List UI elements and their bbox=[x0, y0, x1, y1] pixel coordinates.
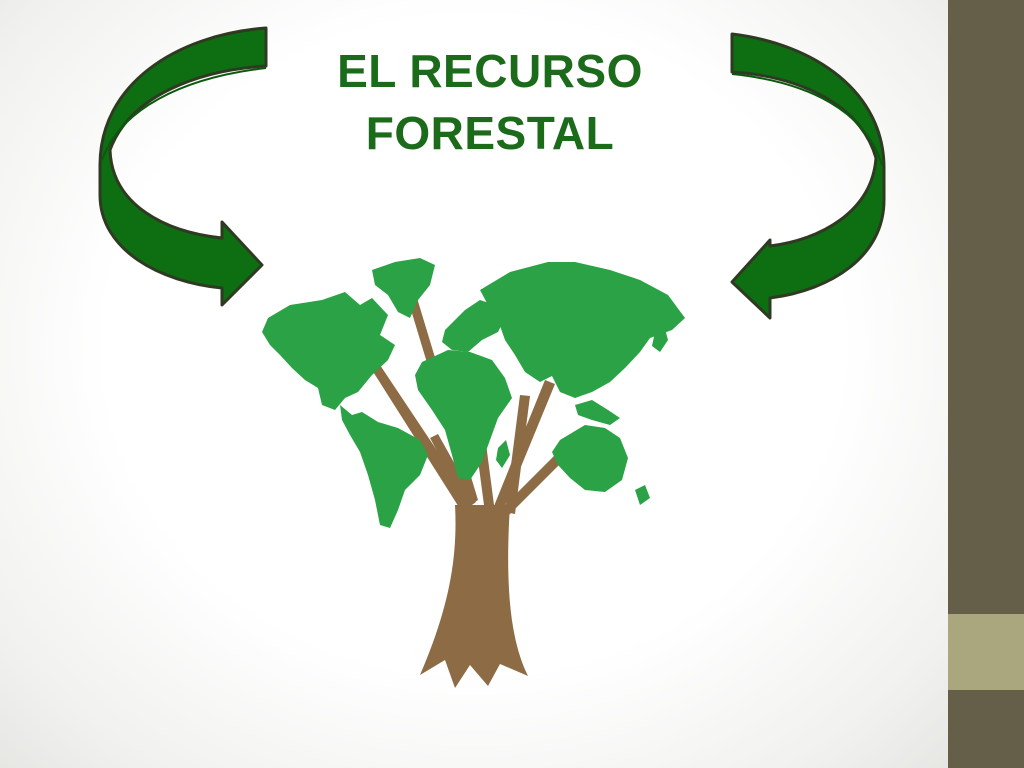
world-tree-icon bbox=[262, 258, 685, 688]
title-line-1: EL RECURSO bbox=[337, 45, 643, 97]
curved-arrow-right-icon bbox=[730, 32, 886, 320]
tree-foliage-continents bbox=[262, 258, 685, 528]
slide-title: EL RECURSO FORESTAL bbox=[290, 40, 690, 164]
curved-arrow-left-icon bbox=[98, 26, 268, 307]
side-decoration-accent bbox=[948, 614, 1024, 690]
tree-trunk bbox=[372, 288, 572, 688]
title-line-2: FORESTAL bbox=[365, 107, 615, 159]
